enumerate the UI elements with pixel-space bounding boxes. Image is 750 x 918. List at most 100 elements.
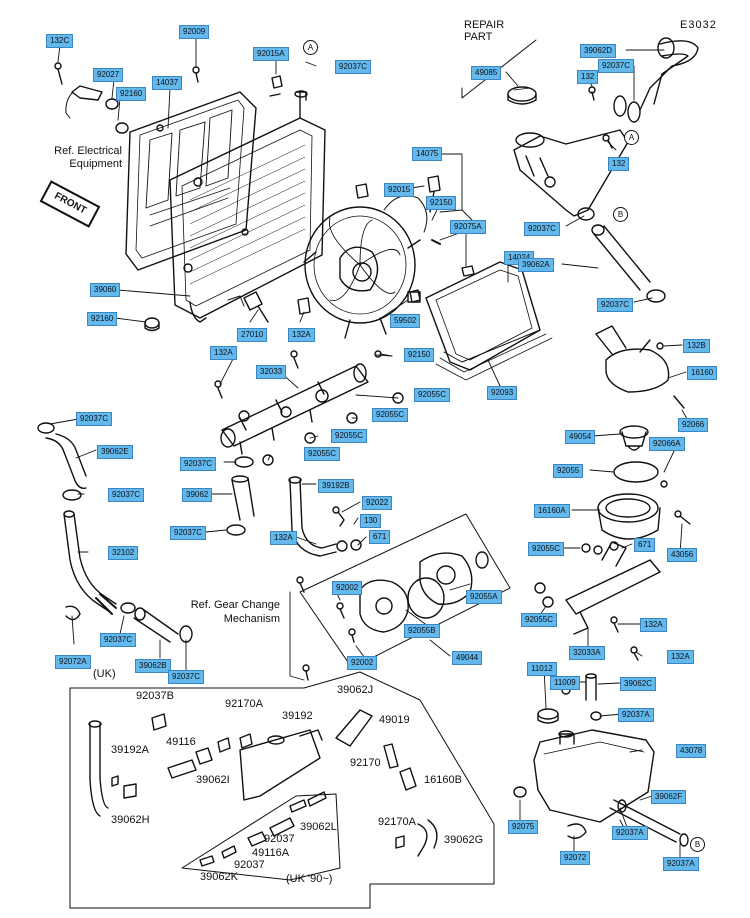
- part-tag[interactable]: 92150: [426, 196, 457, 210]
- part-tag[interactable]: 92037C: [100, 633, 137, 647]
- part-label: 92037: [264, 833, 295, 845]
- part-tag[interactable]: 39062B: [135, 659, 171, 673]
- part-tag[interactable]: 132C: [46, 34, 74, 48]
- part-tag[interactable]: 92037C: [598, 59, 635, 73]
- part-tag[interactable]: 27010: [237, 328, 268, 342]
- part-tag[interactable]: 92015: [384, 183, 415, 197]
- part-tag[interactable]: 32033A: [569, 646, 605, 660]
- repair-part-label: REPAIR PART: [464, 19, 505, 43]
- cap-92093-icon: [409, 289, 421, 303]
- uk-inset-outline: [69, 671, 495, 909]
- part-tag[interactable]: 16160: [687, 366, 718, 380]
- part-tag[interactable]: 32102: [108, 546, 139, 560]
- part-label: 92037B: [136, 690, 174, 702]
- thermostat-49054-icon: [619, 425, 649, 451]
- uk90-label: (UK '90~): [286, 873, 333, 885]
- part-tag[interactable]: 49044: [452, 651, 483, 665]
- part-tag[interactable]: 130: [360, 514, 382, 528]
- part-tag[interactable]: 92075: [508, 820, 539, 834]
- part-tag[interactable]: 92037C: [76, 412, 113, 426]
- part-tag[interactable]: 92015A: [253, 47, 289, 61]
- part-tag[interactable]: 92002: [347, 656, 378, 670]
- part-tag[interactable]: 43056: [667, 548, 698, 562]
- part-tag[interactable]: 92037A: [618, 708, 654, 722]
- part-tag[interactable]: 92037C: [180, 457, 217, 471]
- part-tag[interactable]: 92037C: [524, 222, 561, 236]
- tank-cap-11012-icon: [537, 708, 559, 724]
- part-tag[interactable]: 92093: [487, 386, 518, 400]
- water-inlet-pipe-icon: [513, 129, 629, 217]
- part-tag[interactable]: 92055: [553, 464, 584, 478]
- part-tag[interactable]: 132B: [683, 339, 710, 353]
- part-label: 39062L: [300, 821, 337, 833]
- part-tag[interactable]: 92022: [362, 496, 393, 510]
- part-tag[interactable]: 92160: [87, 312, 118, 326]
- part-tag[interactable]: 32033: [256, 365, 287, 379]
- part-tag[interactable]: 132A: [270, 531, 297, 545]
- part-tag[interactable]: 132A: [667, 650, 694, 664]
- part-tag[interactable]: 92037C: [597, 298, 634, 312]
- part-tag[interactable]: 43078: [676, 744, 707, 758]
- part-tag[interactable]: 92072A: [55, 655, 91, 669]
- part-tag[interactable]: 92055C: [521, 613, 558, 627]
- part-tag[interactable]: 39192B: [318, 479, 354, 493]
- part-tag[interactable]: 14075: [412, 147, 443, 161]
- leader-lines: [49, 37, 691, 865]
- radiator-core-icon: [169, 90, 326, 323]
- part-tag[interactable]: 39062C: [620, 677, 657, 691]
- part-tag[interactable]: 39062D: [580, 44, 617, 58]
- part-label: 49116: [166, 736, 196, 748]
- hose-39062f-icon: [609, 799, 689, 847]
- uk90-inset-outline: [181, 793, 341, 881]
- part-tag[interactable]: 92055C: [528, 542, 565, 556]
- part-tag[interactable]: 132A: [210, 346, 237, 360]
- part-tag[interactable]: 92027: [93, 68, 124, 82]
- part-tag[interactable]: 92009: [179, 25, 210, 39]
- part-tag[interactable]: 92066A: [649, 437, 685, 451]
- part-tag[interactable]: 39060: [90, 283, 121, 297]
- part-tag[interactable]: 39062E: [97, 445, 133, 459]
- part-tag[interactable]: 671: [634, 538, 656, 552]
- part-tag[interactable]: 14037: [152, 76, 183, 90]
- part-tag[interactable]: 92055C: [414, 388, 451, 402]
- part-tag[interactable]: 11012: [527, 662, 557, 676]
- part-tag[interactable]: 671: [369, 530, 391, 544]
- part-tag[interactable]: 49085: [471, 66, 502, 80]
- part-tag[interactable]: 92055C: [304, 447, 341, 461]
- cooling-fan-icon: [303, 195, 428, 339]
- part-tag[interactable]: 92055A: [466, 590, 502, 604]
- part-tag[interactable]: 92037C: [170, 526, 207, 540]
- part-tag[interactable]: 92055B: [404, 624, 440, 638]
- part-tag[interactable]: 39062: [182, 488, 213, 502]
- part-tag[interactable]: 92160: [116, 87, 147, 101]
- part-tag[interactable]: 92075A: [450, 220, 486, 234]
- part-tag[interactable]: 92055C: [372, 408, 409, 422]
- part-tag[interactable]: 92037A: [612, 826, 648, 840]
- part-label: 39192: [282, 710, 313, 722]
- part-tag[interactable]: 39062F: [651, 790, 687, 804]
- part-tag[interactable]: 132: [608, 157, 630, 171]
- uk-hose-39062j-icon: [335, 709, 373, 747]
- part-tag[interactable]: 11009: [550, 676, 580, 690]
- part-tag[interactable]: 132A: [288, 328, 315, 342]
- part-tag[interactable]: 92150: [404, 348, 435, 362]
- part-tag[interactable]: 59502: [390, 314, 421, 328]
- water-pipe-32033a-icon: [534, 541, 661, 661]
- part-tag[interactable]: 39062A: [518, 258, 554, 272]
- part-tag[interactable]: 132: [577, 70, 599, 84]
- part-tag[interactable]: 92055C: [331, 429, 368, 443]
- part-tag[interactable]: 132A: [640, 618, 667, 632]
- part-tag[interactable]: 92037C: [168, 670, 205, 684]
- part-tag[interactable]: 92037C: [108, 488, 145, 502]
- part-tag[interactable]: 49054: [565, 430, 596, 444]
- part-tag[interactable]: 92066: [678, 418, 709, 432]
- part-tag[interactable]: 16160A: [534, 504, 570, 518]
- uk-label: (UK): [93, 668, 116, 680]
- uk-pipe-39192-icon: [239, 729, 323, 801]
- part-tag[interactable]: 92037C: [335, 60, 372, 74]
- part-tag[interactable]: 92072: [560, 851, 591, 865]
- reserve-tank-43078-icon: [533, 729, 655, 823]
- part-tag[interactable]: 92037A: [663, 857, 699, 871]
- part-tag[interactable]: 92002: [332, 581, 363, 595]
